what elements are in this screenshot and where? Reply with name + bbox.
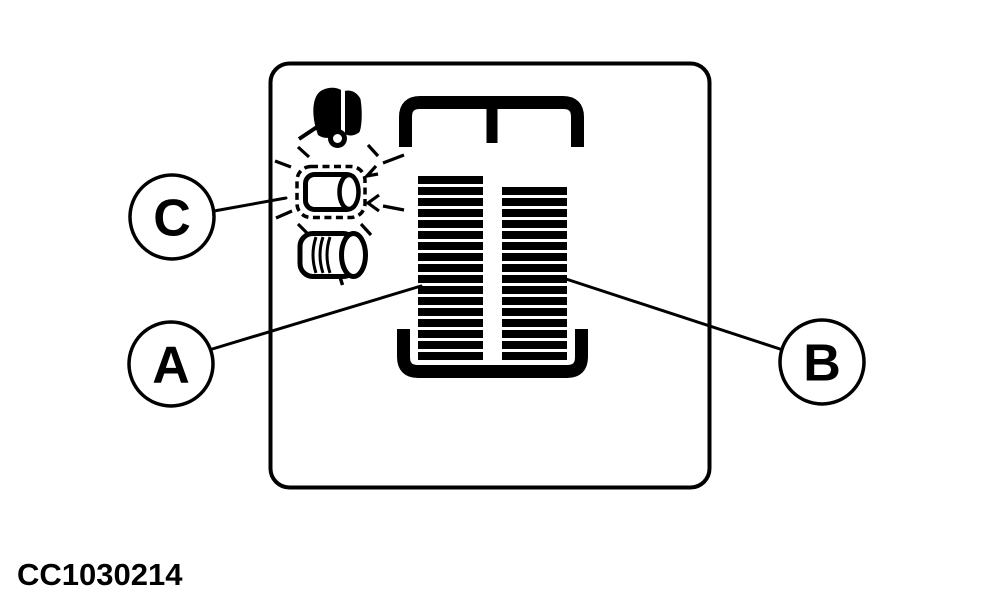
flash-dashed-frame [295, 164, 367, 220]
slat [418, 308, 483, 316]
slat [502, 330, 567, 338]
slat [502, 286, 567, 294]
slat [418, 286, 483, 294]
slat [502, 275, 567, 283]
flash-ray [366, 143, 380, 158]
slat [502, 352, 567, 360]
flash-arrow-shaft [382, 204, 405, 212]
flashing-bale-indicator-icon [274, 143, 405, 237]
right-slat-bar [502, 187, 567, 360]
slat [502, 242, 567, 250]
slat [418, 209, 483, 217]
slat [502, 297, 567, 305]
flash-ray [296, 222, 310, 236]
slat [418, 253, 483, 261]
slat [418, 198, 483, 206]
callout-c: C [128, 173, 216, 261]
bale-wrap-line [325, 236, 332, 274]
round-bale-icon [297, 231, 368, 286]
callout-a: A [127, 320, 215, 408]
baler-body-left [313, 87, 341, 138]
flash-ray [275, 209, 293, 220]
slat [502, 231, 567, 239]
flash-arrow-head [362, 164, 379, 179]
slat [502, 220, 567, 228]
slat [418, 352, 483, 360]
slat [502, 187, 567, 195]
slat [502, 341, 567, 349]
bale-cylinder-end [337, 172, 361, 212]
panel-outline [268, 61, 712, 490]
slat [418, 330, 483, 338]
bale-end [339, 231, 368, 279]
slat [418, 176, 483, 184]
bottom-bracket [397, 329, 588, 378]
baler-hitch [297, 125, 319, 141]
leader-line-a [207, 284, 423, 352]
flash-rays [274, 143, 405, 237]
callout-b-circle [778, 318, 866, 406]
flash-arrow-shaft [382, 153, 405, 165]
slat [502, 308, 567, 316]
slat [418, 275, 483, 283]
flash-arrow-head [365, 193, 380, 213]
left-slat-bar [418, 176, 483, 360]
slat [502, 209, 567, 217]
flash-ray [359, 222, 373, 237]
slat [418, 319, 483, 327]
bale-wrap-line [311, 236, 318, 274]
slat [418, 264, 483, 272]
callout-a-label: A [152, 337, 190, 395]
flash-ray [274, 159, 292, 169]
slat [502, 253, 567, 261]
slat [502, 319, 567, 327]
flash-ray [296, 145, 311, 159]
top-bracket [399, 96, 584, 147]
baler-wheel-hub [333, 134, 342, 143]
figure-code: CC1030214 [17, 557, 183, 592]
slat [418, 242, 483, 250]
slat [418, 220, 483, 228]
callout-b: B [778, 318, 866, 406]
slat [418, 341, 483, 349]
callout-b-label: B [803, 335, 841, 393]
leader-line-b [564, 277, 782, 351]
bale-wrap-line [318, 236, 325, 274]
baler-body-right [345, 90, 362, 136]
callout-a-circle [127, 320, 215, 408]
callout-c-label: C [153, 190, 191, 248]
callout-c-circle [128, 173, 216, 261]
slat [418, 187, 483, 195]
round-baler-silhouette-icon [297, 87, 362, 148]
slat [418, 231, 483, 239]
leader-line-c [212, 196, 288, 213]
slat [502, 264, 567, 272]
slat [502, 198, 567, 206]
bale-tick [338, 276, 345, 286]
slat [418, 297, 483, 305]
